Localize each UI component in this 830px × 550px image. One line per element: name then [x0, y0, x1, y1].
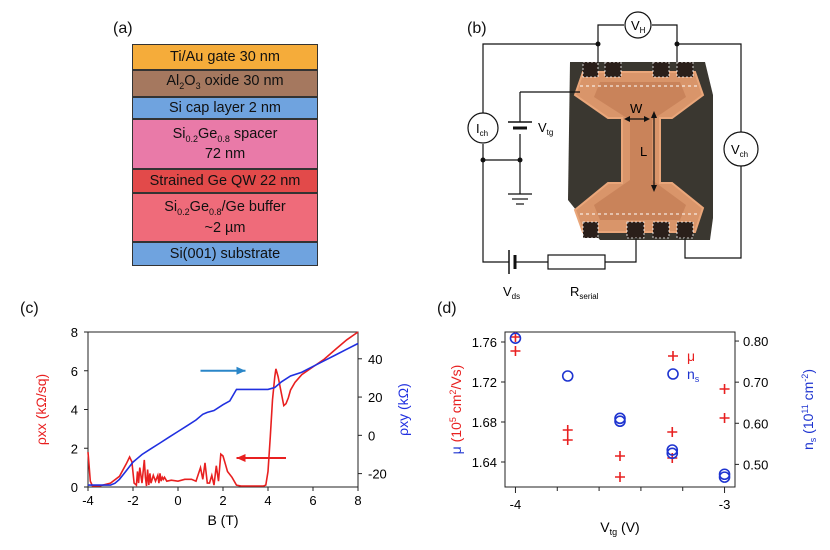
y-left-tick-label: 1.72	[472, 375, 497, 390]
current-meter	[467, 112, 499, 144]
x-tick-label: -4	[82, 493, 94, 508]
y-right-tick-label: 0.80	[743, 334, 768, 349]
l-label: L	[640, 144, 647, 159]
vh-label: VH	[631, 18, 646, 35]
x-tick-label: -4	[510, 497, 522, 512]
y-left-tick-label: 1.76	[472, 335, 497, 350]
x-tick-label: 2	[219, 493, 226, 508]
y-right-tick-label: 0	[368, 428, 375, 443]
y-left-axis-label: μ (105 cm2/Vs)	[448, 365, 464, 455]
plot-frame	[504, 331, 736, 488]
stack-layer: Si0.2Ge0.8/Ge buffer~2 µm	[132, 193, 318, 242]
mu-point	[615, 451, 625, 461]
chip-substrate	[568, 62, 713, 240]
mu-point	[667, 427, 678, 437]
x-tick-label: 4	[264, 493, 271, 508]
y-left-tick-label: 2	[71, 441, 78, 456]
mu-point	[510, 346, 521, 356]
y-right-axis-label: ρxy (kΩ)	[395, 383, 411, 436]
y-left-tick-label: 8	[71, 325, 78, 340]
hall-bar	[573, 71, 705, 233]
annotation-arrowhead	[236, 453, 246, 462]
stack-layer: Si cap layer 2 nm	[132, 97, 318, 119]
y-right-tick-label: -20	[368, 467, 387, 482]
hall-bar-inner	[594, 82, 686, 220]
ns-point	[614, 415, 626, 428]
panel-label-b: (b)	[467, 20, 487, 37]
channel-voltmeter	[723, 131, 759, 167]
plot-frame	[87, 331, 359, 488]
y-right-tick-label: 0.60	[743, 416, 768, 431]
x-tick-label: -2	[127, 493, 139, 508]
ns-point	[666, 447, 679, 460]
x-tick-label: 8	[354, 493, 361, 508]
stack-layer: Ti/Au gate 30 nm	[132, 44, 318, 70]
y-right-axis-label: ns (1011 cm-2)	[800, 369, 818, 450]
y-right-tick-label: 0.50	[743, 457, 768, 472]
mu-point	[719, 413, 730, 423]
x-axis-label: B (T)	[207, 512, 238, 528]
mu-point	[562, 425, 573, 435]
stack-layer: Strained Ge QW 22 nm	[132, 169, 318, 193]
mobility-density-chart: -4 -3 1.64 1.68 1.72 1.76 0.50 0.60 0.70 0.80Vtg …	[448, 331, 818, 537]
mu-point	[615, 472, 625, 482]
legend-ns-marker	[667, 368, 679, 380]
y-left-tick-label: 6	[71, 364, 78, 379]
stack-layer: Al2O3 oxide 30 nm	[132, 70, 318, 97]
y-left-tick-label: 1.64	[472, 455, 497, 470]
serial-resistor	[547, 254, 606, 270]
panel-label-a: (a)	[113, 20, 133, 37]
y-left-tick-label: 1.68	[472, 415, 497, 430]
y-left-tick-label: 4	[71, 403, 78, 418]
ns-point	[718, 471, 731, 483]
vtg-label: Vtg	[538, 120, 553, 137]
rserial-label: Rserial	[570, 284, 599, 301]
ns-point	[561, 370, 574, 382]
mu-point	[562, 435, 573, 445]
y-right-tick-label: 40	[368, 352, 382, 367]
y-right-tick-label: 20	[368, 390, 382, 405]
w-label: W	[630, 101, 643, 116]
panel-label-c: (c)	[20, 300, 39, 317]
ns-point	[509, 332, 522, 344]
rho-xy-line	[88, 342, 359, 486]
ich-label: Ich	[476, 121, 488, 138]
panel-label-d: (d)	[437, 300, 457, 317]
ns-point	[666, 444, 679, 456]
rho-xx-line	[87, 331, 359, 487]
y-left-tick-label: 0	[71, 480, 78, 495]
annotation-arrowhead	[236, 366, 246, 375]
legend-mu-label: μ	[687, 348, 695, 364]
x-tick-label: 6	[309, 493, 316, 508]
y-left-axis-label: ρxx (kΩ/sq)	[33, 374, 49, 445]
x-tick-label: 0	[174, 493, 181, 508]
mu-point	[719, 384, 730, 394]
stack-layer: Si(001) substrate	[132, 242, 318, 266]
vch-label: Vch	[731, 142, 748, 159]
hall-voltmeter	[624, 11, 652, 39]
x-tick-label: -3	[719, 497, 731, 512]
vds-label: Vds	[503, 284, 520, 301]
y-right-tick-label: 0.70	[743, 375, 768, 390]
legend-ns-label: ns	[687, 366, 700, 384]
legend-mu-marker	[668, 351, 678, 361]
x-axis-label: Vtg (V)	[600, 519, 639, 537]
